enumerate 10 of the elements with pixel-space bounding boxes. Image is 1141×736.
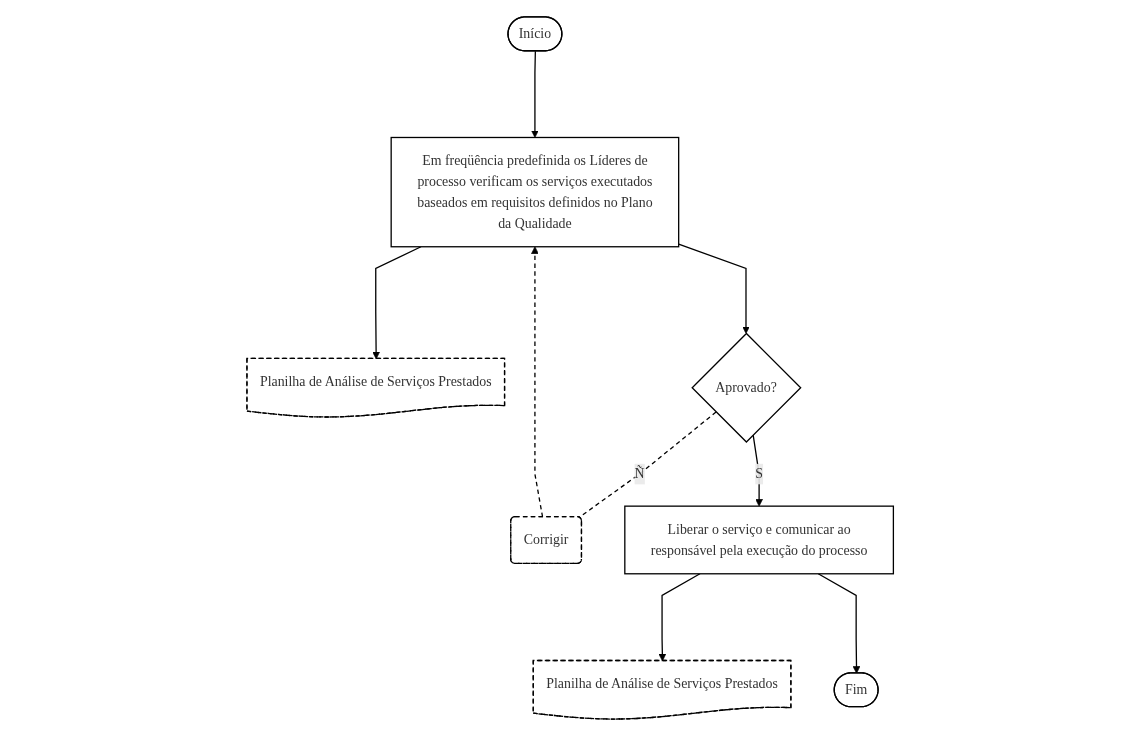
arrow <box>531 50 540 138</box>
edge-label: Ñ <box>634 466 645 481</box>
node-box: Em freqüência predefinida os Líderes de processo verificam os serviços executados baseados em requisitos definidos no Plano da Qualidade <box>390 136 680 248</box>
node-diamond: Aprovado? <box>691 332 802 443</box>
arrow <box>752 434 764 507</box>
node-box: Liberar o serviço e comunicar ao responsável pela execução do processo <box>624 505 895 575</box>
arrow <box>817 573 861 674</box>
arrow <box>531 246 544 518</box>
arrow <box>678 243 751 334</box>
edge-label: S <box>755 466 764 481</box>
